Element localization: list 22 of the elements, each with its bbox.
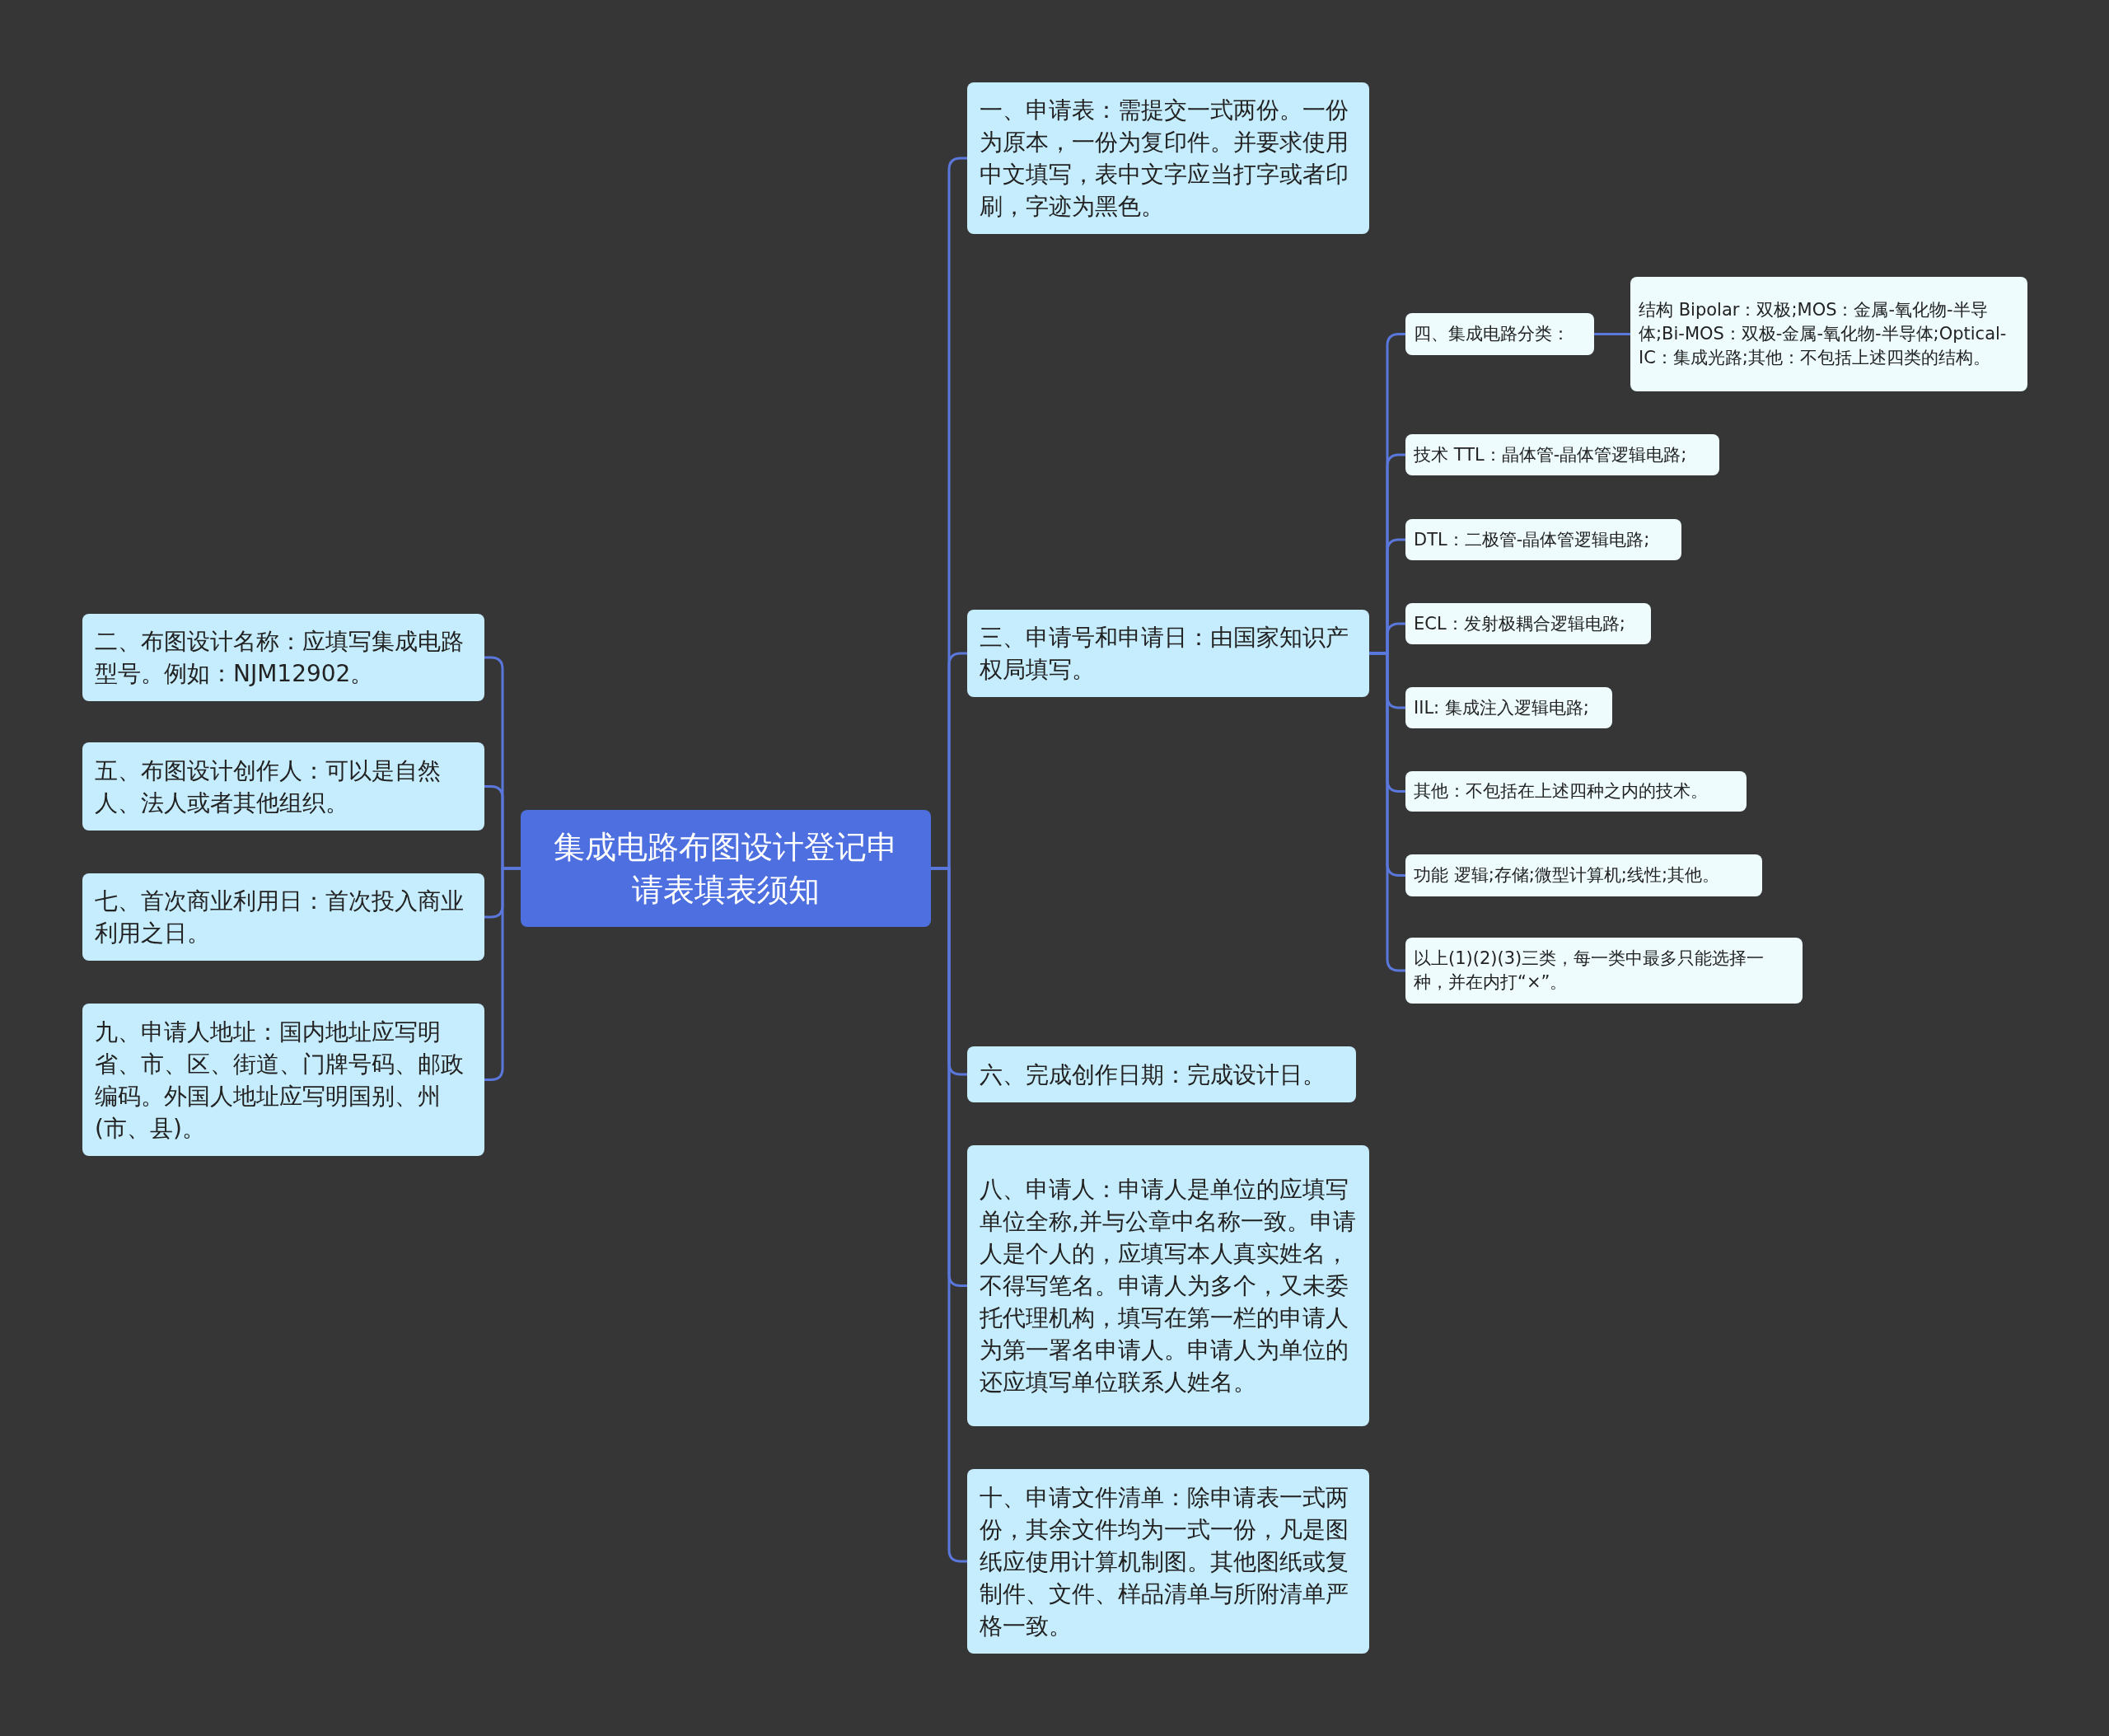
connector-line [1369,652,1405,972]
subtopic-box: 四、集成电路分类： [1405,313,1594,355]
topic-box: 五、布图设计创作人：可以是自然人、法人或者其他组织。 [82,742,484,831]
central-topic: 集成电路布图设计登记申请表填表须知 [521,810,931,927]
connector-line [1594,333,1630,335]
subtopic-box: 以上(1)(2)(3)三类，每一类中最多只能选择一种，并在内打“×”。 [1405,938,1803,1004]
subtopic-box: DTL：二极管-晶体管逻辑电路; [1405,519,1681,560]
subtopic-box: ECL：发射极耦合逻辑电路; [1405,603,1651,644]
topic-box: 九、申请人地址：国内地址应写明省、市、区、街道、门牌号码、邮政编码。外国人地址应写明国别、州(市、县)。 [82,1004,484,1156]
subtopic-box: 技术 TTL：晶体管-晶体管逻辑电路; [1405,434,1719,475]
topic-box: 八、申请人：申请人是单位的应填写单位全称,并与公章中名称一致。申请人是个人的，应填写本人真实姓名，不得写笔名。申请人为多个，又未委托代理机构，填写在第一栏的申请人为第一署名申请人。申请人为单位的还应填写单位联系人姓名。 [967,1145,1369,1426]
subtopic-box: IIL: 集成注入逻辑电路; [1405,687,1612,728]
subtopic-box: 结构 Bipolar：双极;MOS：金属-氧化物-半导体;Bi-MOS：双极-金属-氧化物-半导体;Optical-IC：集成光路;其他：不包括上述四类的结构。 [1630,277,2027,391]
topic-box: 二、布图设计名称：应填写集成电路型号。例如：NJM12902。 [82,614,484,701]
topic-box: 六、完成创作日期：完成设计日。 [967,1046,1356,1102]
topic-box: 一、申请表：需提交一式两份。一份为原本，一份为复印件。并要求使用中文填写，表中文字应当打字或者印刷，字迹为黑色。 [967,82,1369,234]
subtopic-box: 功能 逻辑;存储;微型计算机;线性;其他。 [1405,854,1762,896]
topic-box: 三、申请号和申请日：由国家知识产权局填写。 [967,610,1369,697]
topic-box: 十、申请文件清单：除申请表一式两份，其余文件均为一式一份，凡是图纸应使用计算机制图。其他图纸或复制件、文件、样品清单与所附清单严格一致。 [967,1469,1369,1654]
topic-box: 七、首次商业利用日：首次投入商业利用之日。 [82,873,484,961]
subtopic-box: 其他：不包括在上述四种之内的技术。 [1405,771,1747,812]
connector-line [484,867,521,1081]
